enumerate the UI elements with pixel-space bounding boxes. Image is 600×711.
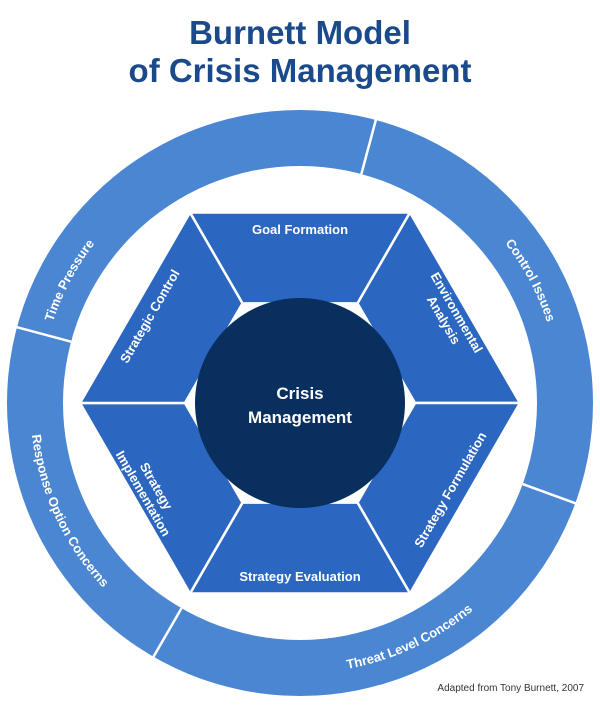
inner-ring-segments <box>77 209 523 597</box>
outer-ring-separator-4 <box>14 325 72 343</box>
title-line-1: Burnett Model <box>189 14 411 51</box>
inner-ring-segment-6 <box>77 209 244 405</box>
title-line-2: of Crisis Management <box>128 52 472 89</box>
inner-ring-label-1: Goal Formation <box>252 222 348 237</box>
outer-ring-separator-1 <box>360 117 378 175</box>
center-label-line-1: Crisis <box>276 384 323 403</box>
source-credit: Adapted from Tony Burnett, 2007 <box>437 683 584 694</box>
diagram-title: Burnett Model of Crisis Management <box>0 14 600 90</box>
outer-ring-separator-2 <box>522 482 578 506</box>
outer-ring-separator-3 <box>151 607 183 660</box>
inner-ring-label-4: Strategy Evaluation <box>239 569 360 584</box>
outer-ring-separators <box>14 117 578 660</box>
center-circle <box>195 298 405 508</box>
center-label-line-2: Management <box>248 408 352 427</box>
